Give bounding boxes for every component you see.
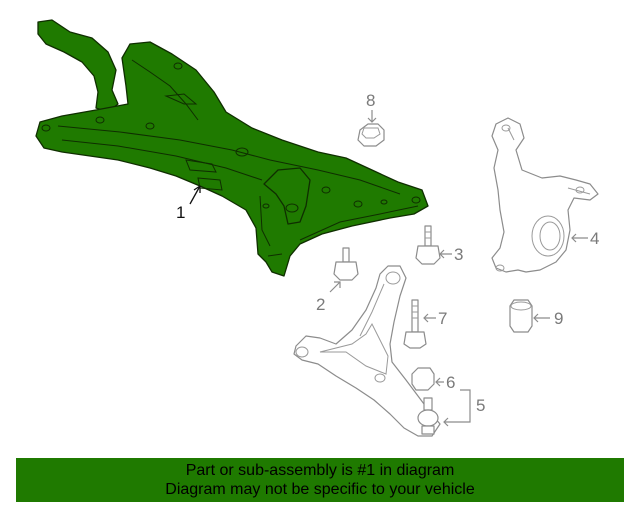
- banner-line-2: Diagram may not be specific to your vehi…: [165, 481, 475, 498]
- callout-7: 7: [438, 309, 447, 328]
- flange-nut-part[interactable]: [357, 123, 385, 147]
- leader-6: [435, 377, 444, 387]
- callout-5: 5: [476, 396, 485, 415]
- bolt-2-part[interactable]: [333, 247, 359, 281]
- leader-1: [189, 185, 201, 205]
- bushing-part[interactable]: [509, 299, 533, 333]
- leader-2: [329, 281, 341, 293]
- steering-knuckle-part[interactable]: [491, 117, 599, 273]
- leader-1-arrow: [193, 185, 201, 193]
- callout-9: 9: [554, 309, 563, 328]
- callout-1: 1: [176, 203, 185, 222]
- callout-6: 6: [446, 373, 455, 392]
- banner-line-1: Part or sub-assembly is #1 in diagram: [185, 462, 455, 479]
- subframe-crossmember-part[interactable]: [35, 19, 429, 277]
- leader-5: [443, 389, 471, 427]
- callout-8: 8: [366, 91, 375, 110]
- info-banner: Part or sub-assembly is #1 in diagram Di…: [16, 458, 624, 502]
- leader-7: [423, 313, 436, 323]
- callout-3: 3: [454, 245, 463, 264]
- leader-9: [533, 313, 550, 323]
- callout-4: 4: [590, 229, 599, 248]
- bolt-7-part[interactable]: [403, 299, 427, 349]
- bolt-3-part[interactable]: [415, 225, 441, 265]
- leader-3: [439, 249, 452, 259]
- lower-control-arm-part[interactable]: [293, 265, 441, 437]
- ball-joint-part[interactable]: [417, 397, 439, 435]
- leader-8: [367, 110, 377, 123]
- leader-4: [571, 233, 588, 243]
- callout-2: 2: [316, 295, 325, 314]
- nut-6-part[interactable]: [411, 367, 435, 391]
